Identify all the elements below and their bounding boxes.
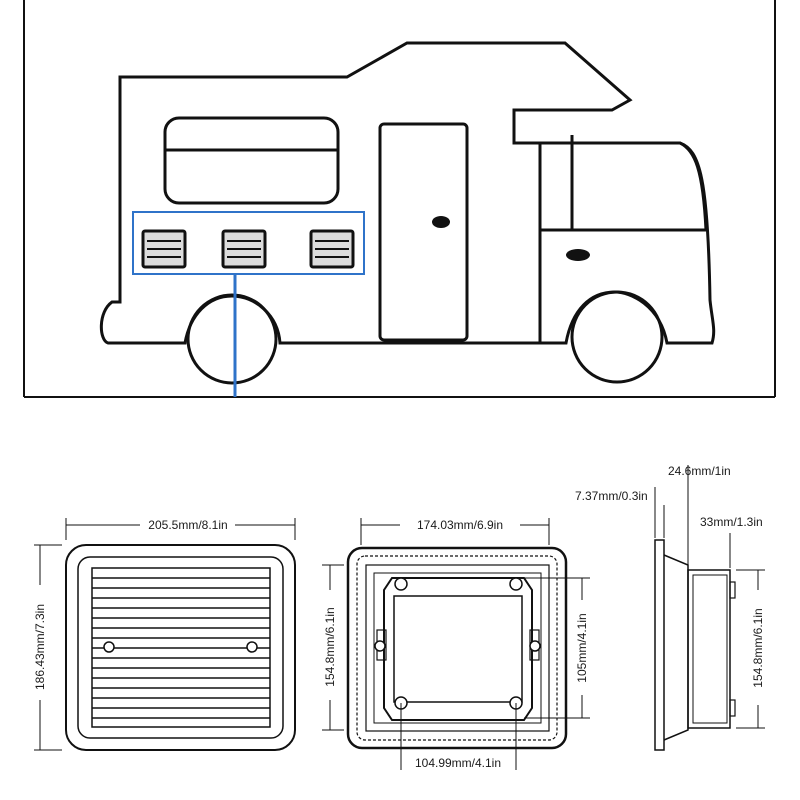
back-screw-ml — [374, 640, 386, 652]
side-window — [163, 116, 340, 205]
side-total-depth-label: 24.6mm/1in — [668, 464, 731, 478]
rear-wheel — [186, 293, 278, 385]
back-screw-tr — [509, 577, 523, 591]
back-inner-height-label: 105mm/4.1in — [575, 613, 589, 682]
vent-1 — [141, 229, 187, 269]
cab-outline — [538, 141, 708, 343]
front-screw-left — [103, 641, 115, 653]
side-body-depth-label: 33mm/1.3in — [700, 515, 763, 529]
vent-highlight-box — [132, 211, 365, 275]
side-view: 24.6mm/1in 7.37mm/0.3in 33mm/1.3in 154.8… — [575, 464, 765, 751]
front-louvers — [92, 577, 270, 719]
rv-body-outline — [99, 41, 716, 345]
back-inner-width-label: 104.99mm/4.1in — [415, 756, 501, 770]
back-height-label: 154.8mm/6.1in — [323, 607, 337, 686]
rv-illustration — [23, 0, 776, 398]
front-view: 205.5mm/8.1in 186.43mm/7.3in — [33, 518, 296, 751]
front-height-label: 186.43mm/7.3in — [33, 604, 47, 690]
front-width-label: 205.5mm/8.1in — [148, 518, 227, 532]
front-screw-right — [246, 641, 258, 653]
back-screw-tl — [394, 577, 408, 591]
vent-2 — [221, 229, 267, 269]
cab-handle — [566, 249, 590, 261]
side-height-label: 154.8mm/6.1in — [751, 608, 765, 687]
back-view: 174.03mm/6.9in 154.8mm/6.1in 105mm/4.1in… — [322, 518, 590, 770]
entry-door — [378, 122, 469, 342]
back-screw-mr — [529, 640, 541, 652]
door-handle — [432, 216, 450, 228]
vent-3 — [309, 229, 355, 269]
side-flange-label: 7.37mm/0.3in — [575, 489, 648, 503]
front-wheel — [570, 290, 664, 384]
back-width-label: 174.03mm/6.9in — [417, 518, 503, 532]
